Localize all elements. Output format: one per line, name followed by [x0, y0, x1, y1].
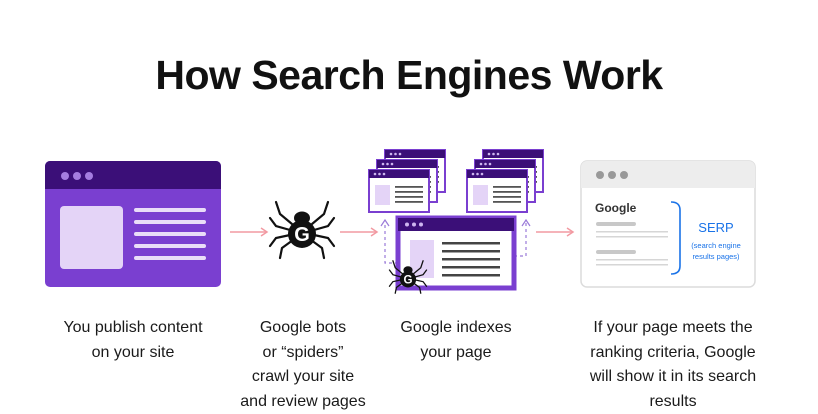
serp-sublabel-2: results pages): [692, 252, 740, 261]
caption-line: results: [568, 390, 778, 414]
serp-label: SERP: [698, 220, 733, 235]
spider-badge-label: G: [294, 224, 310, 246]
arrow-icon: [230, 228, 267, 236]
step-caption-index: Google indexes your page: [376, 316, 536, 365]
caption-line: You publish content: [33, 316, 233, 341]
serp-sublabel-1: (search engine: [691, 241, 741, 250]
caption-line: If your page meets the: [568, 316, 778, 341]
arrow-icon: [536, 228, 573, 236]
step-caption-serp: If your page meets the ranking criteria,…: [568, 316, 778, 414]
caption-line: Google indexes: [376, 316, 536, 341]
caption-line: your page: [376, 341, 536, 366]
small-spider-badge-label: G: [403, 273, 412, 286]
step-caption-publish: You publish content on your site: [33, 316, 233, 365]
caption-line: on your site: [33, 341, 233, 366]
stacked-windows-left: [369, 150, 445, 212]
stacked-windows-right: [467, 150, 543, 212]
caption-line: will show it in its search: [568, 365, 778, 390]
caption-line: crawl your site: [223, 365, 383, 390]
serp-google-logo: Google: [595, 201, 637, 215]
caption-line: and review pages: [223, 390, 383, 414]
caption-line: Google bots: [223, 316, 383, 341]
step-caption-crawl: Google bots or “spiders” crawl your site…: [223, 316, 383, 414]
browser-window-icon: [45, 161, 221, 287]
serp-window-icon: Google SERP (search engine results pages…: [581, 161, 755, 287]
arrow-icon: [340, 228, 377, 236]
caption-line: or “spiders”: [223, 341, 383, 366]
spider-icon: G: [270, 202, 334, 258]
index-windows-icon: G: [369, 150, 543, 293]
caption-line: ranking criteria, Google: [568, 341, 778, 366]
